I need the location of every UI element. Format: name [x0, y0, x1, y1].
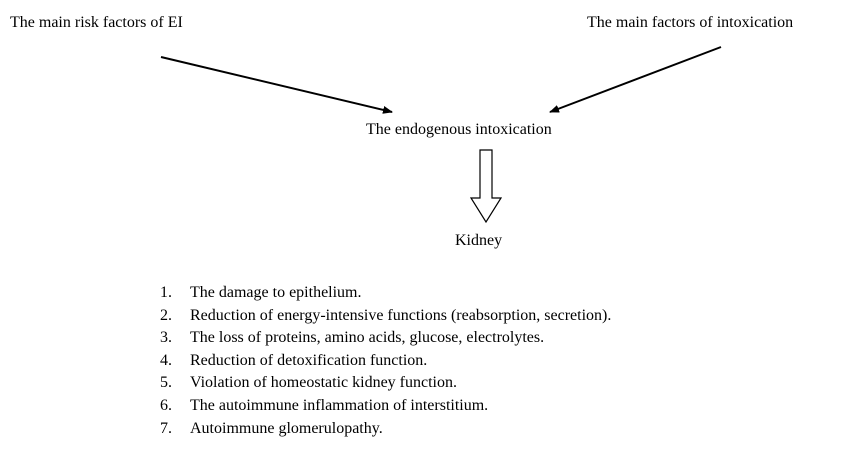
item-number: 1.	[160, 284, 172, 301]
list-item: 2. Reduction of energy-intensive function…	[160, 305, 611, 328]
list-item: 5. Violation of homeostatic kidney functi…	[160, 372, 611, 395]
center-label: The endogenous intoxication	[366, 121, 552, 138]
item-text: Reduction of energy-intensive functions …	[190, 306, 612, 324]
list-item: 3. The loss of proteins, amino acids, glu…	[160, 327, 611, 350]
item-text: The damage to epithelium.	[190, 284, 362, 301]
list-item: 1. The damage to epithelium.	[160, 282, 611, 305]
hollow-down-arrow	[469, 149, 503, 224]
left-arrow	[160, 56, 393, 114]
item-number: 7.	[160, 419, 172, 437]
list-item: 7. Autoimmune glomerulopathy.	[160, 418, 611, 441]
effects-list: 1. The damage to epithelium. 2. Reduction …	[160, 282, 611, 440]
item-text: Autoimmune glomerulopathy.	[190, 419, 383, 437]
item-number: 3.	[160, 329, 172, 347]
item-number: 5.	[160, 374, 172, 392]
item-number: 6.	[160, 396, 172, 414]
item-text: Reduction of detoxification function.	[190, 351, 428, 369]
right-source-label: The main factors of intoxication	[587, 14, 794, 31]
item-text: The loss of proteins, amino acids, gluco…	[190, 329, 545, 347]
item-number: 4.	[160, 351, 172, 369]
target-label: Kidney	[455, 232, 503, 249]
item-text: The autoimmune inflammation of interstit…	[190, 396, 489, 414]
right-arrow	[549, 46, 722, 113]
item-text: Violation of homeostatic kidney function…	[190, 374, 457, 392]
list-item: 4. Reduction of detoxification function.	[160, 350, 611, 373]
left-source-label: The main risk factors of EI	[10, 14, 183, 31]
item-number: 2.	[160, 306, 172, 324]
list-item: 6. The autoimmune inflammation of interst…	[160, 395, 611, 418]
